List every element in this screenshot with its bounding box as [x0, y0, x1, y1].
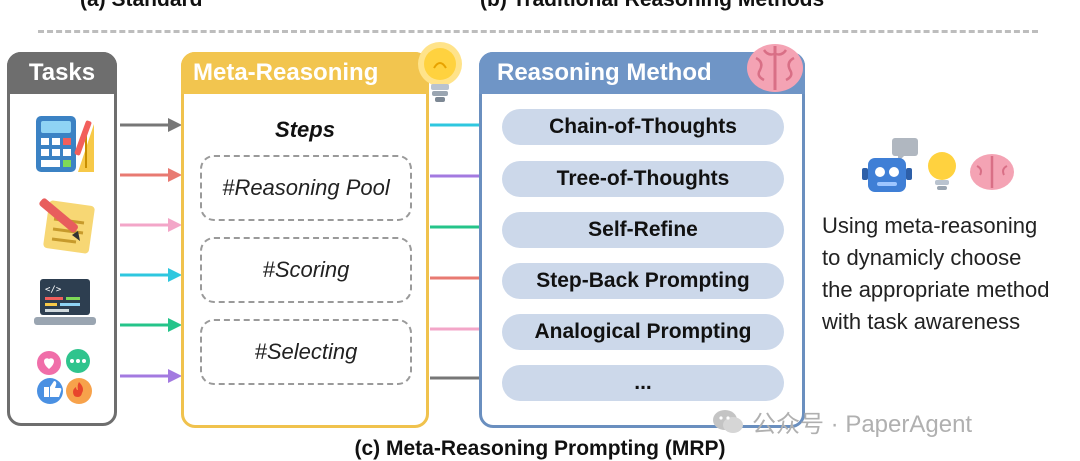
task-to-meta-arrow	[120, 369, 182, 383]
brain-icon	[970, 154, 1014, 190]
tasks-panel: Tasks </>	[7, 52, 117, 426]
task-to-meta-arrow	[120, 318, 182, 332]
side-illustration	[862, 138, 1014, 192]
tasks-title: Tasks	[7, 52, 117, 94]
robot-icon	[862, 138, 918, 192]
method-analogical-prompting: Analogical Prompting	[502, 314, 784, 350]
pencil-notes-icon	[39, 198, 95, 254]
social-reactions-icon	[37, 349, 92, 404]
step-scoring: #Scoring	[200, 237, 412, 303]
lightbulb-icon	[418, 42, 462, 102]
side-text-line: Using meta-reasoning	[822, 213, 1038, 238]
task-to-meta-arrow	[120, 118, 182, 132]
label-standard: (a) Standard	[80, 0, 203, 12]
method-step-back-prompting: Step-Back Prompting	[502, 263, 784, 299]
task-to-meta-arrow	[120, 218, 182, 232]
method-self-refine: Self-Refine	[502, 212, 784, 248]
label-traditional-methods: (b) Traditional Reasoning Methods	[480, 0, 824, 12]
side-text-line: with task awareness	[822, 309, 1021, 334]
method-more: ...	[502, 365, 784, 401]
side-text-line: the appropriate method	[822, 277, 1050, 302]
calculator-ruler-icon	[36, 116, 94, 172]
side-description: Using meta-reasoning to dynamicly choose…	[822, 210, 1072, 338]
dashed-divider	[38, 30, 1038, 33]
steps-title: Steps	[275, 117, 335, 142]
wechat-icon	[713, 409, 743, 433]
meta-reasoning-panel: Meta-Reasoning Steps #Reasoning Pool #Sc…	[181, 52, 429, 428]
watermark-text: 公众号 · PaperAgent	[752, 411, 973, 438]
figure-caption: (c) Meta-Reasoning Prompting (MRP)	[354, 437, 726, 460]
step-selecting: #Selecting	[200, 319, 412, 385]
method-tree-of-thoughts: Tree-of-Thoughts	[502, 161, 784, 197]
task-to-meta-arrow	[120, 168, 182, 182]
reasoning-method-panel: Reasoning Method Chain-of-Thoughts Tree-…	[479, 52, 805, 428]
watermark: 公众号 · PaperAgent	[712, 404, 972, 439]
lightbulb-icon	[928, 152, 956, 190]
method-chain-of-thoughts: Chain-of-Thoughts	[502, 109, 784, 145]
task-to-meta-arrow	[120, 268, 182, 282]
side-text-line: to dynamicly choose	[822, 245, 1022, 270]
step-reasoning-pool: #Reasoning Pool	[200, 155, 412, 221]
brain-icon	[747, 44, 803, 92]
meta-reasoning-title: Meta-Reasoning	[181, 52, 429, 94]
laptop-code-icon: </>	[34, 279, 96, 325]
svg-text:</>: </>	[45, 285, 62, 295]
